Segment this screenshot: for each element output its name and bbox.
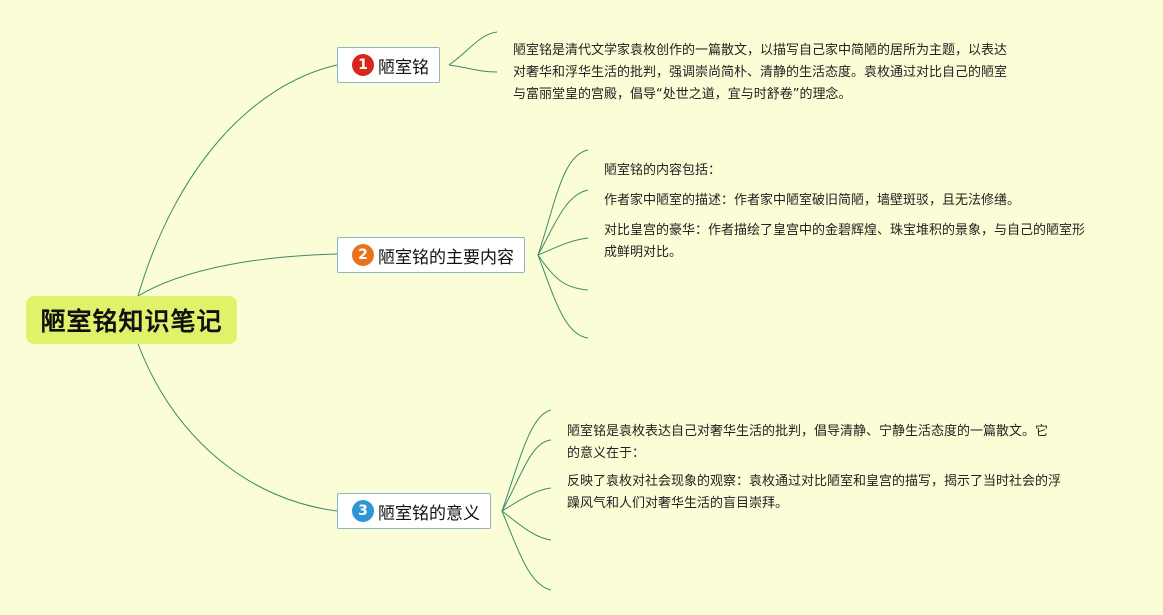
branch-2-note-intro: 陋室铭的内容包括：	[604, 163, 722, 178]
branch-1-fan-line	[448, 31, 498, 66]
branch-3-note-observation: 反映了袁枚对社会现象的观察：袁枚通过对比陋室和皇宫的描写，揭示了当时社会的浮躁风…	[567, 474, 1062, 511]
number-badge-3-icon: 3	[352, 500, 374, 522]
branch-1-fan-line	[448, 64, 498, 73]
root-to-branch-1-line	[137, 64, 338, 297]
branch-1-label: 陋室铭	[378, 57, 429, 78]
root-to-branch-2-line	[137, 253, 338, 297]
branch-3-note-intro: 陋室铭是袁枚表达自己对奢华生活的批判，倡导清静、宁静生活态度的一篇散文。它的意义…	[567, 424, 1049, 461]
branch-2-note-palace: 对比皇宫的豪华：作者描绘了皇宫中的金碧辉煌、珠宝堆积的景象，与自己的陋室形成鲜明…	[604, 223, 1086, 260]
branch-2-fan-line	[537, 189, 589, 256]
branch-2-fan-line	[537, 149, 589, 256]
branch-2-label: 陋室铭的主要内容	[378, 247, 514, 268]
root-to-branch-3-line	[137, 343, 338, 512]
branch-topic-2[interactable]: 2 陋室铭的主要内容	[337, 237, 525, 273]
branch-topic-1[interactable]: 1 陋室铭	[337, 47, 440, 83]
branch-3-fan-line	[501, 439, 552, 512]
branch-2-note-room: 作者家中陋室的描述：作者家中陋室破旧简陋，墙壁斑驳，且无法修缮。	[604, 193, 1021, 208]
number-badge-1-icon: 1	[352, 54, 374, 76]
branch-2-fan-line	[537, 254, 589, 291]
branch-3-fan-line	[501, 510, 552, 541]
root-topic[interactable]: 陋室铭知识笔记	[26, 296, 237, 344]
number-badge-2-icon: 2	[352, 244, 374, 266]
branch-3-fan-line	[501, 409, 552, 512]
branch-2-fan-line	[537, 237, 589, 256]
branch-topic-3[interactable]: 3 陋室铭的意义	[337, 493, 491, 529]
branch-2-fan-line	[537, 254, 589, 339]
branch-3-fan-line	[501, 510, 552, 591]
branch-3-label: 陋室铭的意义	[378, 503, 480, 524]
branch-3-fan-line	[501, 487, 552, 512]
branch-1-note: 陋室铭是清代文学家袁枚创作的一篇散文，以描写自己家中简陋的居所为主题，以表达对奢…	[513, 43, 1008, 102]
